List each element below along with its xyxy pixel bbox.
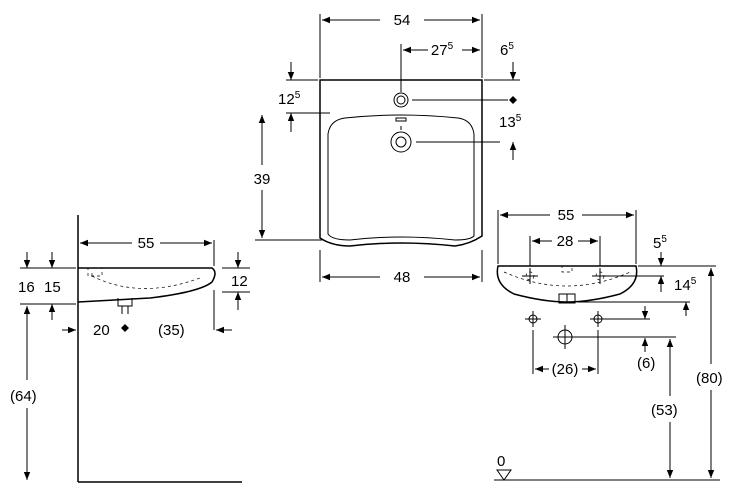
dim-side-depth-55: 55 <box>138 235 155 252</box>
dim-hole-spacing: 28 <box>557 233 574 250</box>
basin-outline-top <box>319 79 483 247</box>
tap-hole-inner <box>396 95 406 105</box>
dim-depth-39: 39 <box>254 171 271 188</box>
dim-anchor-offset: (6) <box>637 355 655 372</box>
side-view: 55 12 16 15 20 (35) (64) <box>10 215 250 483</box>
top-view: 54 275 65 125 135 39 48 <box>254 12 522 286</box>
dim-bottom-width-48: 48 <box>394 269 411 286</box>
basin-inner-bowl <box>327 114 475 241</box>
dim-top-width-54: 54 <box>394 12 411 29</box>
dim-mount-height: (64) <box>10 388 37 405</box>
dim-top-edge: 125 <box>278 90 301 108</box>
overflow-slot <box>395 117 407 122</box>
dim-edge-offset: (35) <box>158 322 185 339</box>
drain-outer <box>390 131 412 153</box>
dim-tap-offset: 275 <box>431 41 454 59</box>
dim-overflow-offset: 135 <box>499 113 522 131</box>
dim-front-width-55: 55 <box>558 207 575 224</box>
dim-height-15: 15 <box>44 279 61 296</box>
dim-anchor-height: (53) <box>651 402 678 419</box>
dim-front-height: 12 <box>231 273 248 290</box>
dim-total-height: (80) <box>696 370 723 387</box>
floor-level-marker <box>496 469 512 481</box>
dim-anchor-spacing: (26) <box>552 361 579 378</box>
basin-outline-side <box>77 267 216 303</box>
dim-rim: 55 <box>653 234 667 252</box>
dim-right-edge: 65 <box>500 41 514 59</box>
front-view: 55 28 55 145 (26) (6) (53) (80) 0 <box>494 207 723 481</box>
dim-drain-offset: 20 <box>93 322 110 339</box>
drain-inner <box>395 136 407 148</box>
dim-height-16: 16 <box>18 279 35 296</box>
tap-hole-outer <box>393 92 409 108</box>
dim-hole-drop: 145 <box>674 276 697 294</box>
floor-level-label: 0 <box>497 453 505 470</box>
